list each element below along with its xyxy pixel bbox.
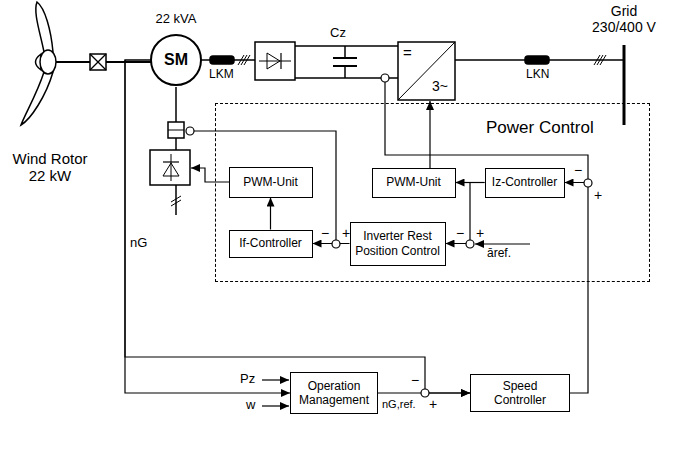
power-circuit-part [398,42,455,100]
sign-label: + [342,225,350,241]
signal-arrow [270,198,271,230]
power-circuit-part [244,55,250,65]
wind-rotor [21,2,56,125]
power-circuit-part [295,45,398,47]
power-circuit-part [238,55,244,65]
process-box: Speed Controller [470,374,570,413]
summing-junction-part [421,389,429,397]
power-circuit-part [525,56,549,64]
process-box: If-Controller [229,230,313,258]
machine-label: SM [146,49,206,71]
power-circuit-part [398,42,455,100]
component-label: Wind Rotor 22 kW [5,150,95,185]
signal-arrow [125,60,470,393]
dc-symbol: = [403,44,412,61]
process-box: Iz-Controller [485,168,565,198]
box-label: Inverter Rest Position Control [351,229,445,258]
exciter-circuit [150,87,336,240]
power-circuit-part [344,46,346,58]
signal-wire-part [262,379,289,380]
machine-node: 22 kVASM [146,5,206,87]
region-title: Power Control [486,118,594,138]
power-circuit-part [333,57,357,59]
exciter-circuit-part [171,154,172,181]
power-circuit-part [210,56,234,64]
summing-junction-part [332,240,340,248]
box-label: PWM-Unit [382,175,445,189]
power-circuit-part [255,42,295,80]
wind-rotor-part [36,2,53,52]
power-circuit-part [594,55,600,65]
signal-wire [191,101,530,406]
signal-arrow [565,183,589,394]
power-circuit-part [280,53,281,69]
ac-symbol: 3~ [432,78,448,94]
box-label: Iz-Controller [488,175,561,189]
sign-label: + [594,187,602,203]
power-circuit-part [259,61,291,62]
shaft-and-gearbox-part [90,54,106,70]
signal-wire-part [475,243,530,244]
grid-label: Grid 230/400 V [588,3,660,35]
rating-label: 22 kVA [126,11,226,27]
exciter-circuit-part [186,127,194,135]
control-region: Power ControlPWM-UnitIf-Controller PWM-Un… [215,103,650,282]
shaft-and-gearbox-part [90,54,106,70]
sign-label: − [574,162,582,178]
signal-wire-part [191,168,229,182]
exciter-circuit-part [168,130,184,131]
shaft-and-gearbox-part [90,54,106,70]
power-circuit-part [267,53,280,69]
capacitor-label: Cz [330,26,346,41]
box-label: If-Controller [235,236,306,250]
process-box: Operation Management [290,372,378,414]
sign-label: − [321,225,329,241]
process-box: Inverter Rest Position Control [350,222,446,266]
signal-wire-part [262,405,289,406]
signal-name: w [246,398,255,413]
signal-arrow [313,243,350,244]
power-circuit-part [597,55,603,65]
summing-junction-part [584,179,592,187]
signal-name: āref. [487,247,511,261]
power-circuit-part [600,55,606,65]
exciter-circuit-part [175,87,177,122]
box-label: Operation Management [291,379,377,408]
summing-junction-part [466,240,474,248]
current-measurement-wire-part [381,74,389,82]
exciter-circuit-part [168,122,184,138]
power-circuit-part [201,59,210,61]
exciter-circuit-part [150,150,190,185]
exciter-circuit-part [175,185,177,215]
power-circuit-part [241,55,247,65]
box-label: Speed Controller [471,379,569,408]
sign-label: − [411,372,419,388]
exciter-circuit-part [171,200,181,206]
power-circuit-part [623,45,626,125]
signal-name: Pz [240,372,255,387]
wind-rotor-part [21,72,53,125]
wind-rotor-part [40,50,56,74]
power-circuit-part [455,59,525,61]
signal-name: nG,ref. [382,398,416,411]
summing-junction [332,179,592,397]
signal-arrow [125,60,290,393]
power-circuit-part [344,66,346,78]
signal-wire-part [429,101,430,168]
exciter-circuit-part [175,138,177,150]
inductor-label: LKM [209,68,234,82]
signal-name: nG [130,236,147,251]
power-circuit [201,42,624,125]
process-box: PWM-Unit [372,168,456,198]
sign-label: + [429,396,437,412]
power-circuit-part [549,59,624,61]
process-box: PWM-Unit [229,167,313,198]
sign-label: + [476,225,484,241]
inductor-label: LKN [526,68,549,82]
sign-label: − [456,225,464,241]
shaft-and-gearbox [56,54,151,70]
box-label: PWM-Unit [239,175,302,189]
